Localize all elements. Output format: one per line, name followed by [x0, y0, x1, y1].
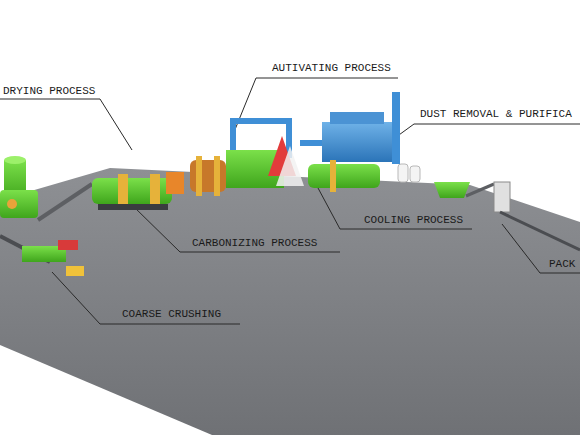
packing-line-part	[466, 184, 494, 196]
activating-furnace-part	[230, 120, 236, 150]
floor-part	[0, 168, 580, 435]
drying-machine-part	[0, 190, 38, 218]
logo-mark-part	[276, 146, 304, 186]
packing-line-part	[434, 182, 470, 198]
drying-machine-part	[4, 156, 26, 164]
leader-lines-part	[132, 205, 340, 252]
process-label: COOLING PROCESS	[364, 214, 463, 227]
activating-furnace-part	[230, 118, 290, 124]
cooling-machine-part	[410, 166, 420, 182]
dust-removal-unit-part	[330, 112, 384, 124]
leader-lines-part	[52, 272, 240, 324]
process-label: COARSE CRUSHING	[122, 308, 221, 321]
activating-furnace-part	[196, 156, 202, 196]
activating-furnace-part	[190, 160, 226, 192]
cooling-machine-part	[330, 160, 336, 192]
process-label: CARBONIZING PROCESS	[192, 237, 317, 250]
process-label: DRYING PROCESS	[3, 85, 95, 98]
cooling-machine	[308, 160, 420, 192]
activating-furnace-part	[214, 156, 220, 196]
packing-line-part	[500, 212, 580, 250]
carbonizing-furnace-part	[166, 172, 184, 194]
floor	[0, 168, 580, 435]
cooling-machine-part	[398, 164, 408, 182]
dust-removal-unit-part	[300, 140, 322, 146]
carbonizing-furnace-part	[118, 174, 128, 208]
drying-machine-part	[7, 199, 17, 209]
cooling-machine-part	[308, 164, 380, 188]
dust-removal-unit	[300, 92, 400, 164]
carbonizing-furnace	[92, 172, 184, 210]
crushing-machine	[0, 236, 84, 276]
dust-removal-unit-part	[322, 122, 392, 162]
carbonizing-furnace-part	[150, 174, 160, 208]
drying-machine-part	[38, 184, 92, 220]
leader-lines-part	[392, 124, 580, 140]
logo-mark	[268, 136, 304, 186]
process-label: DUST REMOVAL & PURIFICA	[420, 108, 572, 121]
crushing-machine-part	[58, 240, 78, 250]
packing-line-part	[494, 182, 510, 212]
drying-machine	[0, 156, 92, 220]
process-label: PACK	[549, 258, 575, 271]
leader-lines-part	[0, 99, 132, 150]
leader-lines	[0, 78, 580, 324]
carbonizing-furnace-part	[98, 204, 168, 210]
dust-removal-unit-part	[392, 92, 400, 164]
process-label: AUTIVATING PROCESS	[272, 62, 391, 75]
crushing-machine-part	[66, 266, 84, 276]
